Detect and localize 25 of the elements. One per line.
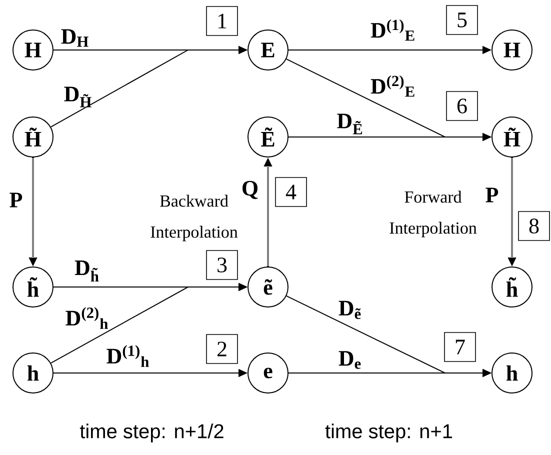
annotation-text: Forward Interpolation: [390, 190, 477, 238]
edge-label: D$_{H}$: [61, 29, 88, 47]
number-box: 4: [275, 177, 307, 207]
edge-label: Q: [242, 180, 258, 200]
edge-label: D$_{H̃}$: [64, 86, 92, 108]
edge-label: D$^{(2)}$E: [370, 75, 414, 97]
edge-label: D$_{h̃}$: [74, 260, 99, 282]
time-step-label: time step: n+1: [325, 424, 452, 442]
edge-label: D$^{(1)}$E: [370, 19, 414, 41]
edge-label: P: [486, 188, 498, 202]
number-box: 7: [444, 332, 476, 362]
number-box: 5: [446, 5, 478, 35]
edge-label: D$_{e}$: [338, 351, 361, 369]
edge-label: D$^{(1)}$h: [106, 345, 149, 367]
annotation-text: Backward Interpolation: [150, 194, 238, 242]
edge-label: D$_{Ẽ}$: [337, 114, 362, 134]
number-box: 3: [206, 250, 238, 280]
number-box: 6: [446, 91, 478, 121]
edge-label: D$_{ẽ}$: [338, 300, 361, 320]
number-box: 2: [206, 334, 238, 364]
number-box: 1: [206, 6, 238, 36]
number-box: 8: [518, 211, 550, 241]
edge-label: D$^{(2)}$h: [66, 307, 108, 329]
time-step-label: time step: n+1/2: [80, 424, 224, 442]
edge-label: P: [10, 192, 22, 208]
